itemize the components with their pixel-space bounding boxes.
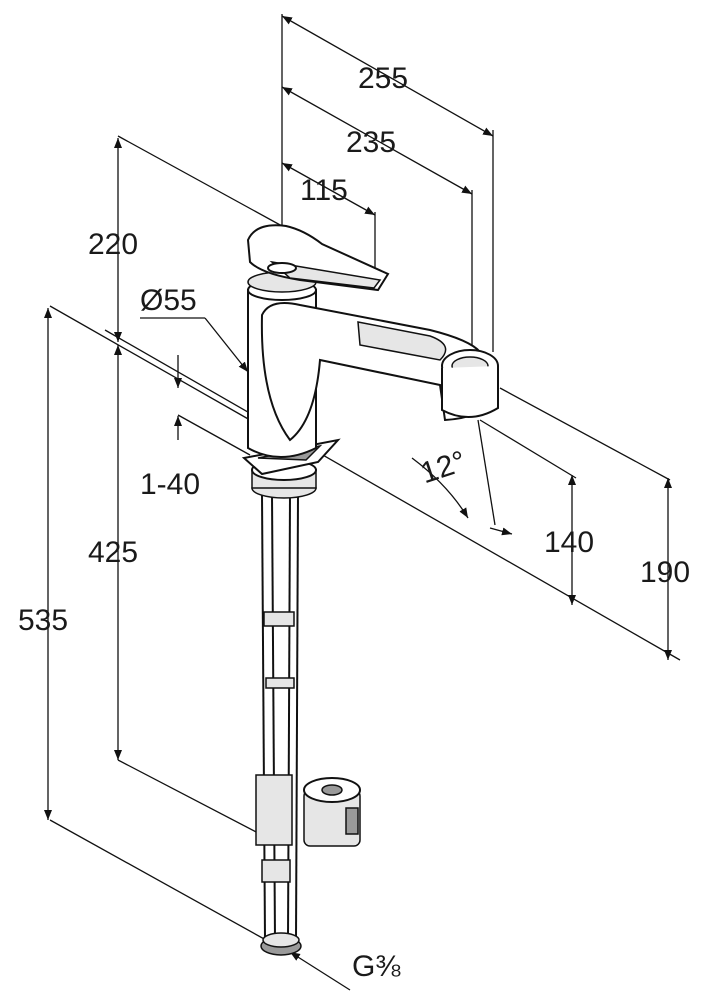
lever-reach-label: 115 bbox=[300, 174, 348, 207]
height-to-deck-label: 425 bbox=[88, 536, 138, 569]
connection-thread-label: G⅜ bbox=[352, 950, 401, 983]
top-height-label: 220 bbox=[88, 228, 138, 261]
outlet-height-label: 190 bbox=[640, 556, 690, 589]
dimension-lines bbox=[44, 15, 672, 991]
overall-reach-label: 255 bbox=[358, 62, 408, 95]
spout-angle-label: 12° bbox=[417, 445, 470, 490]
spout-reach-label: 235 bbox=[346, 126, 396, 159]
spout-height-label: 140 bbox=[544, 526, 594, 559]
total-height-label: 535 bbox=[18, 604, 68, 637]
deck-thickness-label: 1-40 bbox=[140, 468, 200, 501]
body-diameter-label: Ø55 bbox=[140, 284, 197, 317]
cartridge-part bbox=[303, 777, 361, 847]
faucet-body bbox=[241, 224, 499, 956]
extension-lines bbox=[49, 14, 681, 941]
